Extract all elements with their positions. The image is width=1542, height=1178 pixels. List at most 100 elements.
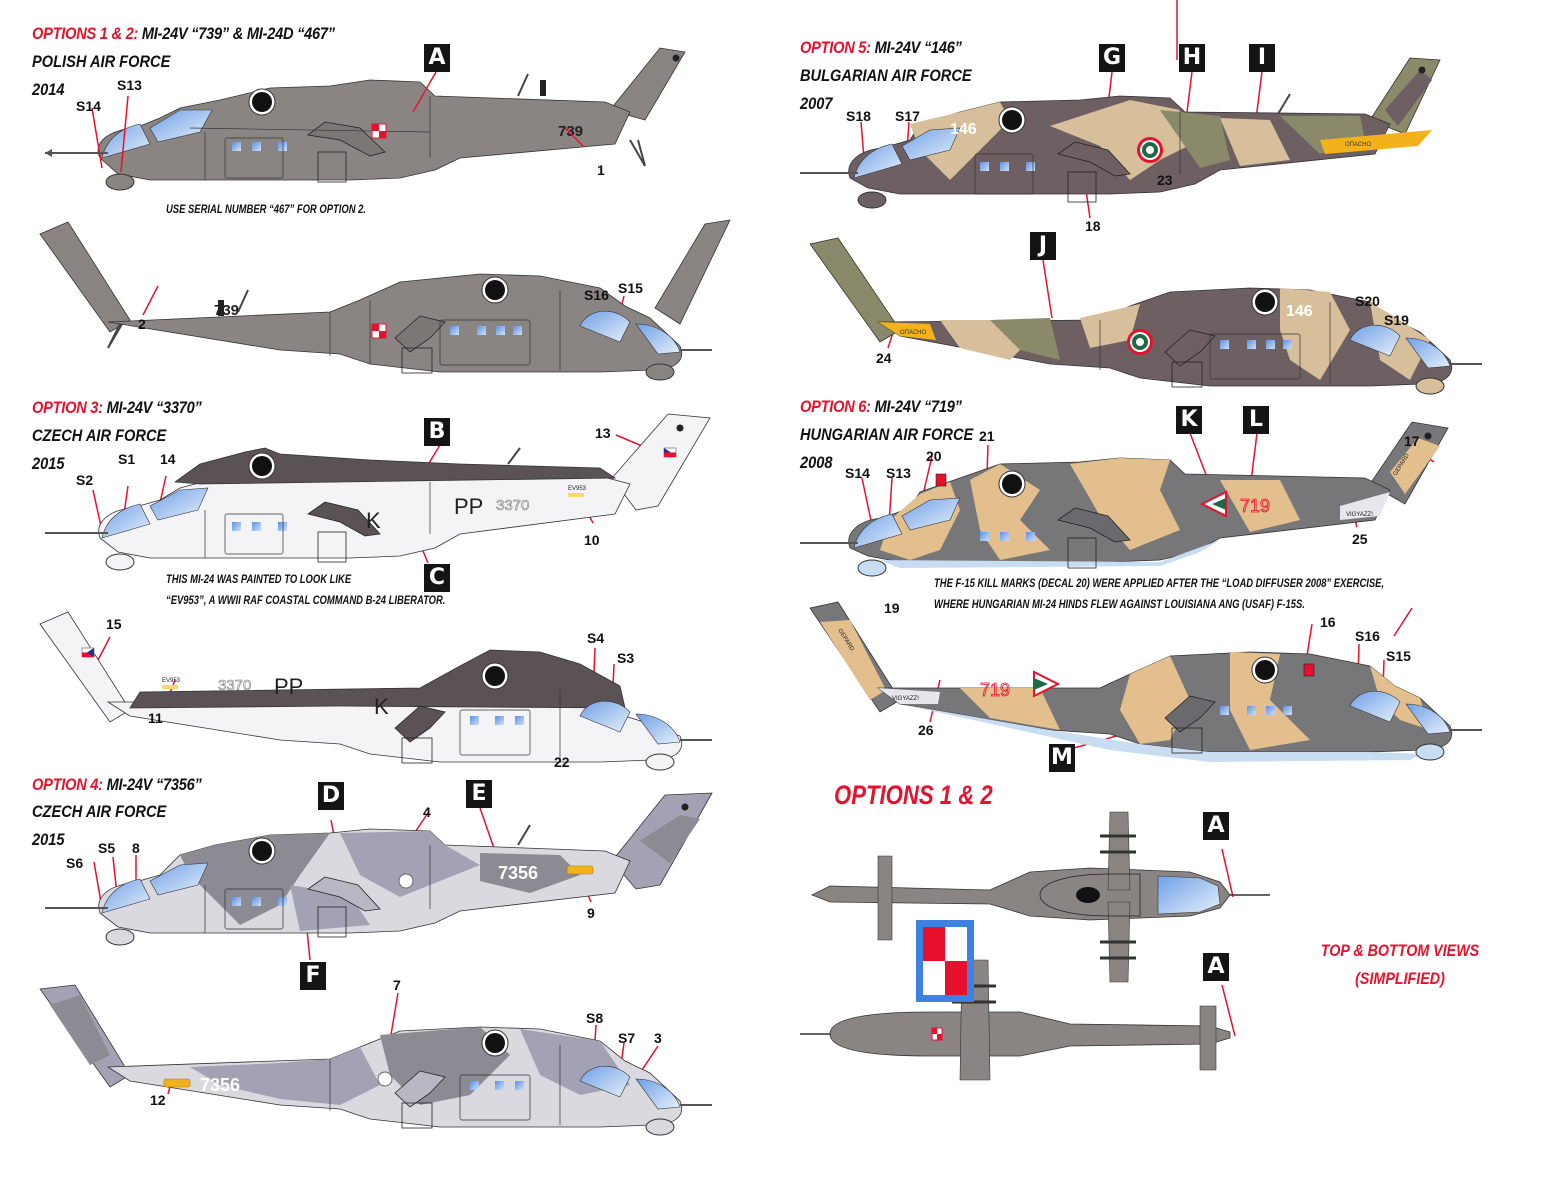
paint-callout-K: K — [1176, 406, 1202, 434]
decal-callout-13: 13 — [595, 425, 611, 441]
option-model: MI-24V “3370” — [106, 398, 202, 417]
option-model: MI-24V “7356” — [106, 775, 202, 794]
paint-callout-A-top: A — [1203, 812, 1229, 840]
option-1-2-note: USE SERIAL NUMBER “467” FOR OPTION 2. — [166, 204, 366, 216]
decal-callout-S3: S3 — [617, 650, 635, 666]
decal-callout-15: 15 — [106, 616, 122, 632]
paint-callout-M: M — [1049, 744, 1075, 772]
decal-callout-S1: S1 — [118, 451, 136, 467]
decal-callout-S6: S6 — [66, 855, 84, 871]
decal-callout-16: 16 — [1320, 614, 1336, 630]
decal-callout-24: 24 — [876, 350, 892, 366]
year-label: 2015 — [32, 830, 65, 849]
decal-callout-S7: S7 — [618, 1030, 636, 1046]
serial-text: 739 — [558, 123, 583, 140]
paint-callout-C: C — [424, 564, 450, 592]
decal-callout-25: 25 — [1352, 531, 1368, 547]
decal-callout-12: 12 — [150, 1092, 166, 1108]
decal-callout-9: 9 — [587, 905, 595, 921]
option-model: MI-24V “719” — [874, 397, 962, 416]
paint-callout-B: B — [424, 418, 450, 446]
option-1-2-title: OPTIONS 1 & 2: MI-24V “739” & MI-24D “46… — [32, 24, 335, 44]
paint-callout-D: D — [318, 782, 344, 810]
option-label: OPTION 3: — [32, 398, 103, 417]
code-letters: PP — [454, 494, 483, 519]
paint-callout-L: L — [1243, 406, 1269, 434]
paint-callout-I: I — [1249, 44, 1275, 72]
plan-views-note-line-2: (SIMPLIFIED) — [1355, 969, 1445, 988]
decal-callout-S18: S18 — [846, 108, 871, 124]
decal-callout-S2: S2 — [76, 472, 94, 488]
air-force-label: POLISH AIR FORCE — [32, 52, 171, 71]
profile-czech-7356-left: 7356 — [40, 785, 720, 946]
option-label: OPTION 5: — [800, 38, 871, 57]
year-label: 2015 — [32, 454, 65, 473]
air-force-label: BULGARIAN AIR FORCE — [800, 66, 972, 85]
decal-callout-20: 20 — [926, 448, 942, 464]
decal-callout-S15: S15 — [1386, 648, 1411, 664]
warning-text: VIGYAZZ! — [892, 696, 919, 702]
decal-callout-S19: S19 — [1384, 312, 1409, 328]
profile-polish-left: 739 — [40, 40, 720, 200]
decal-callout-S14: S14 — [845, 465, 870, 481]
code-letter: K — [374, 694, 389, 719]
option-6-title: OPTION 6: MI-24V “719” — [800, 397, 962, 417]
decal-callout-8: 8 — [132, 840, 140, 856]
serial-text: 7356 — [498, 863, 538, 883]
air-force-label: CZECH AIR FORCE — [32, 426, 167, 445]
profile-czech-7356-right: 7356 — [39, 975, 720, 1136]
profile-hungarian-left: VIGYAZZ! 719 GEPARD — [800, 420, 1480, 580]
option-6-note-line-2: WHERE HUNGARIAN MI-24 HINDS FLEW AGAINST… — [934, 599, 1305, 611]
profile-polish-right-body: 739 — [39, 220, 720, 381]
profile-polish-right — [40, 219, 731, 380]
decal-callout-1: 1 — [597, 162, 605, 178]
decal-callout-S16: S16 — [1355, 628, 1380, 644]
serial-text: 7356 — [200, 1075, 240, 1095]
option-model: MI-24V “739” & MI-24D “467” — [141, 24, 335, 43]
option-model: MI-24V “146” — [874, 38, 962, 57]
profile-hungarian-right: GEPARD VIGYAZZ! 719 — [809, 600, 1490, 762]
profile-bulgarian-right: ОПАСНО 146 — [809, 230, 1490, 395]
serial-text: 739 — [214, 302, 239, 319]
option-6-note-line-1: THE F-15 KILL MARKS (DECAL 20) WERE APPL… — [934, 578, 1385, 590]
plan-views-title: OPTIONS 1 & 2 — [834, 780, 993, 810]
decal-callout-21: 21 — [979, 428, 995, 444]
paint-callout-J: J — [1030, 232, 1056, 260]
air-force-label: HUNGARIAN AIR FORCE — [800, 425, 974, 444]
decal-callout-10: 10 — [584, 532, 600, 548]
warning-text: ОПАСНО — [900, 330, 927, 336]
decal-callout-S14: S14 — [76, 98, 101, 114]
code-letter: K — [366, 508, 381, 533]
decal-callout-26: 26 — [918, 722, 934, 738]
decal-callout-19: 19 — [884, 600, 900, 616]
decal-callout-11: 11 — [148, 710, 163, 726]
serial-text: 3370 — [496, 497, 529, 514]
plan-views-note-line-1: TOP & BOTTOM VIEWS — [1320, 941, 1480, 960]
code-letters: PP — [274, 674, 303, 699]
decal-callout-22: 22 — [554, 754, 570, 770]
decal-callout-14: 14 — [160, 451, 176, 467]
serial-text: 3370 — [218, 677, 251, 694]
decal-callout-4: 4 — [423, 804, 431, 820]
warning-text: VIGYAZZ! — [1346, 512, 1373, 518]
option-label: OPTION 6: — [800, 397, 871, 416]
decal-callout-7: 7 — [393, 977, 401, 993]
year-label: 2007 — [800, 94, 833, 113]
decal-callout-S15: S15 — [618, 280, 643, 296]
option-3-note-line-2: “EV953”, A WWII RAF COASTAL COMMAND B-24… — [166, 595, 446, 607]
option-3-note-line-1: THIS MI-24 WAS PAINTED TO LOOK LIKE — [166, 574, 352, 586]
decal-callout-17: 17 — [1404, 433, 1420, 449]
profile-czech-3370-left: K PP 3370 EV953 — [40, 410, 720, 571]
decal-callout-18: 18 — [1085, 218, 1101, 234]
paint-callout-A: A — [424, 44, 450, 72]
paint-callout-H: H — [1179, 44, 1205, 72]
small-serial: EV953 — [568, 486, 587, 492]
option-4-title: OPTION 4: MI-24V “7356” — [32, 775, 202, 795]
plan-views-drawing — [790, 790, 1390, 1090]
paint-callout-F: F — [300, 962, 326, 990]
decal-callout-S5: S5 — [98, 840, 116, 856]
serial-text: 146 — [1286, 303, 1313, 320]
paint-callout-A-bottom: A — [1203, 953, 1229, 981]
serial-text: 146 — [950, 121, 977, 138]
paint-callout-E: E — [466, 780, 492, 808]
